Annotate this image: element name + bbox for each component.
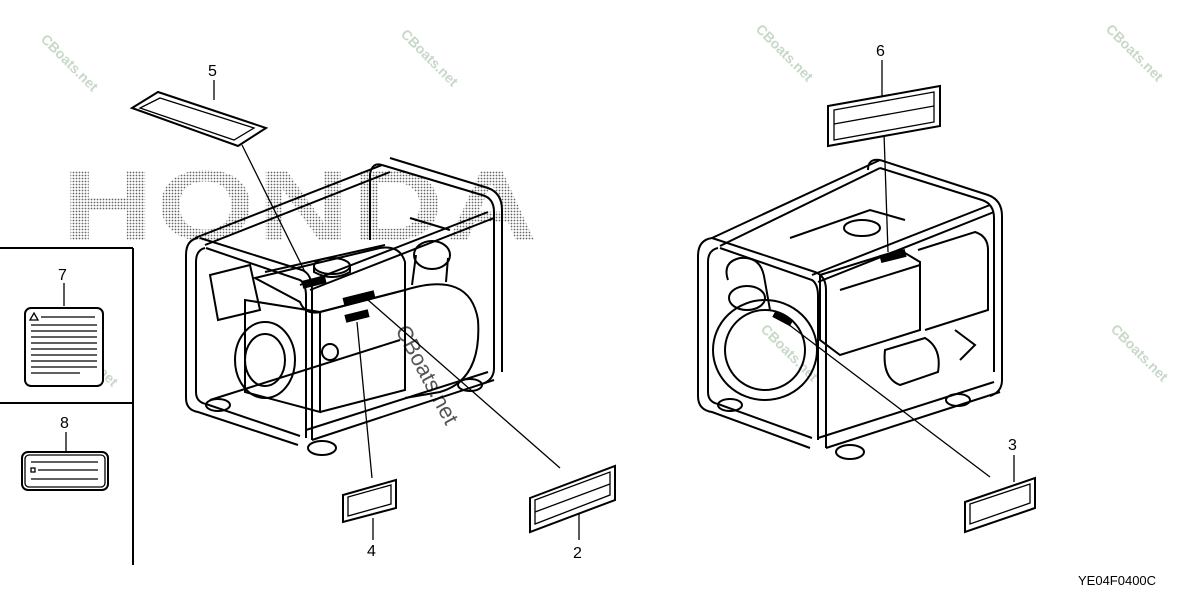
- site-watermark: CBoats.net: [1103, 21, 1167, 85]
- label-5: 5: [129, 63, 269, 148]
- leader-5: [241, 144, 306, 273]
- sidebar-frame: [0, 247, 134, 565]
- label-2: 2: [529, 464, 616, 562]
- leader-6: [883, 132, 889, 253]
- label-6: 6: [827, 43, 941, 148]
- label-3: 3: [964, 437, 1036, 534]
- callout-6: 6: [876, 43, 885, 60]
- callout-5: 5: [208, 63, 217, 80]
- leader-4: [356, 321, 373, 479]
- leader-3: [779, 317, 991, 478]
- water-pump-rear-view: [697, 158, 1003, 460]
- site-watermark: CBoats.net: [753, 21, 817, 85]
- water-pump-front-view: [185, 157, 503, 456]
- callout-3: 3: [1008, 437, 1017, 454]
- callout-7: 7: [58, 267, 67, 284]
- site-watermark: CBoats.net: [1108, 321, 1172, 385]
- callout-8: 8: [60, 415, 69, 432]
- site-watermark: CBoats.net: [38, 31, 102, 95]
- label-7: 7: [24, 267, 104, 387]
- site-watermark: CBoats.net: [398, 26, 462, 90]
- label-8: 8: [21, 415, 109, 491]
- leader-2: [367, 299, 561, 469]
- label-4: 4: [342, 478, 397, 560]
- callout-4: 4: [367, 543, 376, 560]
- callout-2: 2: [573, 545, 582, 562]
- brand-watermark: HONDA: [62, 150, 540, 262]
- diagram-code: YE04F0400C: [1078, 573, 1156, 588]
